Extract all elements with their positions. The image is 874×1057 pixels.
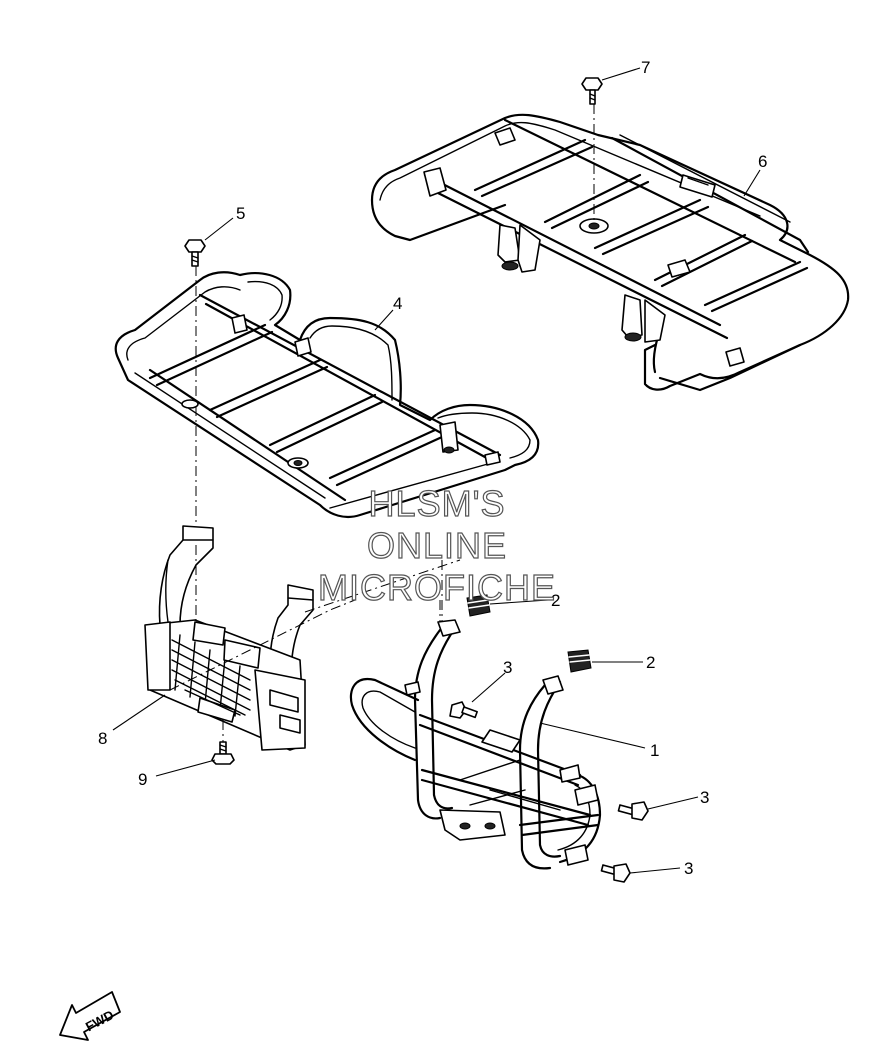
callout-9: 9 xyxy=(138,770,147,789)
callout-4: 4 xyxy=(393,294,402,313)
callout-6: 6 xyxy=(758,152,767,171)
bolt-3-upper xyxy=(449,701,478,719)
bolt-9 xyxy=(211,741,235,765)
callout-7: 7 xyxy=(641,58,650,77)
bolt-5 xyxy=(184,239,206,267)
callout-2-lower: 2 xyxy=(646,653,655,672)
callout-3-middle: 3 xyxy=(700,788,709,807)
callout-2-upper: 2 xyxy=(551,591,560,610)
watermark-line-3: MICROFICHE xyxy=(318,567,556,608)
fwd-arrow: FWD xyxy=(59,991,121,1041)
bolt-3-lower xyxy=(600,863,631,883)
grommet-2-lower xyxy=(567,649,592,673)
callout-3-lower: 3 xyxy=(684,859,693,878)
rear-carrier xyxy=(370,113,850,392)
callout-labels: 7 6 5 4 8 9 2 2 3 1 3 3 xyxy=(98,58,767,878)
bolt-3-middle xyxy=(617,801,649,821)
front-guard xyxy=(144,525,314,751)
leader-lines xyxy=(112,67,761,874)
front-bumper xyxy=(349,619,602,870)
callout-1: 1 xyxy=(650,741,659,760)
grommet-2-upper xyxy=(466,594,491,617)
callout-3-upper: 3 xyxy=(503,658,512,677)
watermark: HLSM'S ONLINE MICROFICHE xyxy=(317,482,556,608)
callout-5: 5 xyxy=(236,204,245,223)
callout-8: 8 xyxy=(98,729,107,748)
watermark-line-2: ONLINE xyxy=(367,525,507,566)
center-lines xyxy=(169,104,595,742)
bolt-7 xyxy=(581,77,603,105)
front-carrier xyxy=(114,271,540,519)
watermark-line-1: HLSM'S xyxy=(369,483,506,524)
